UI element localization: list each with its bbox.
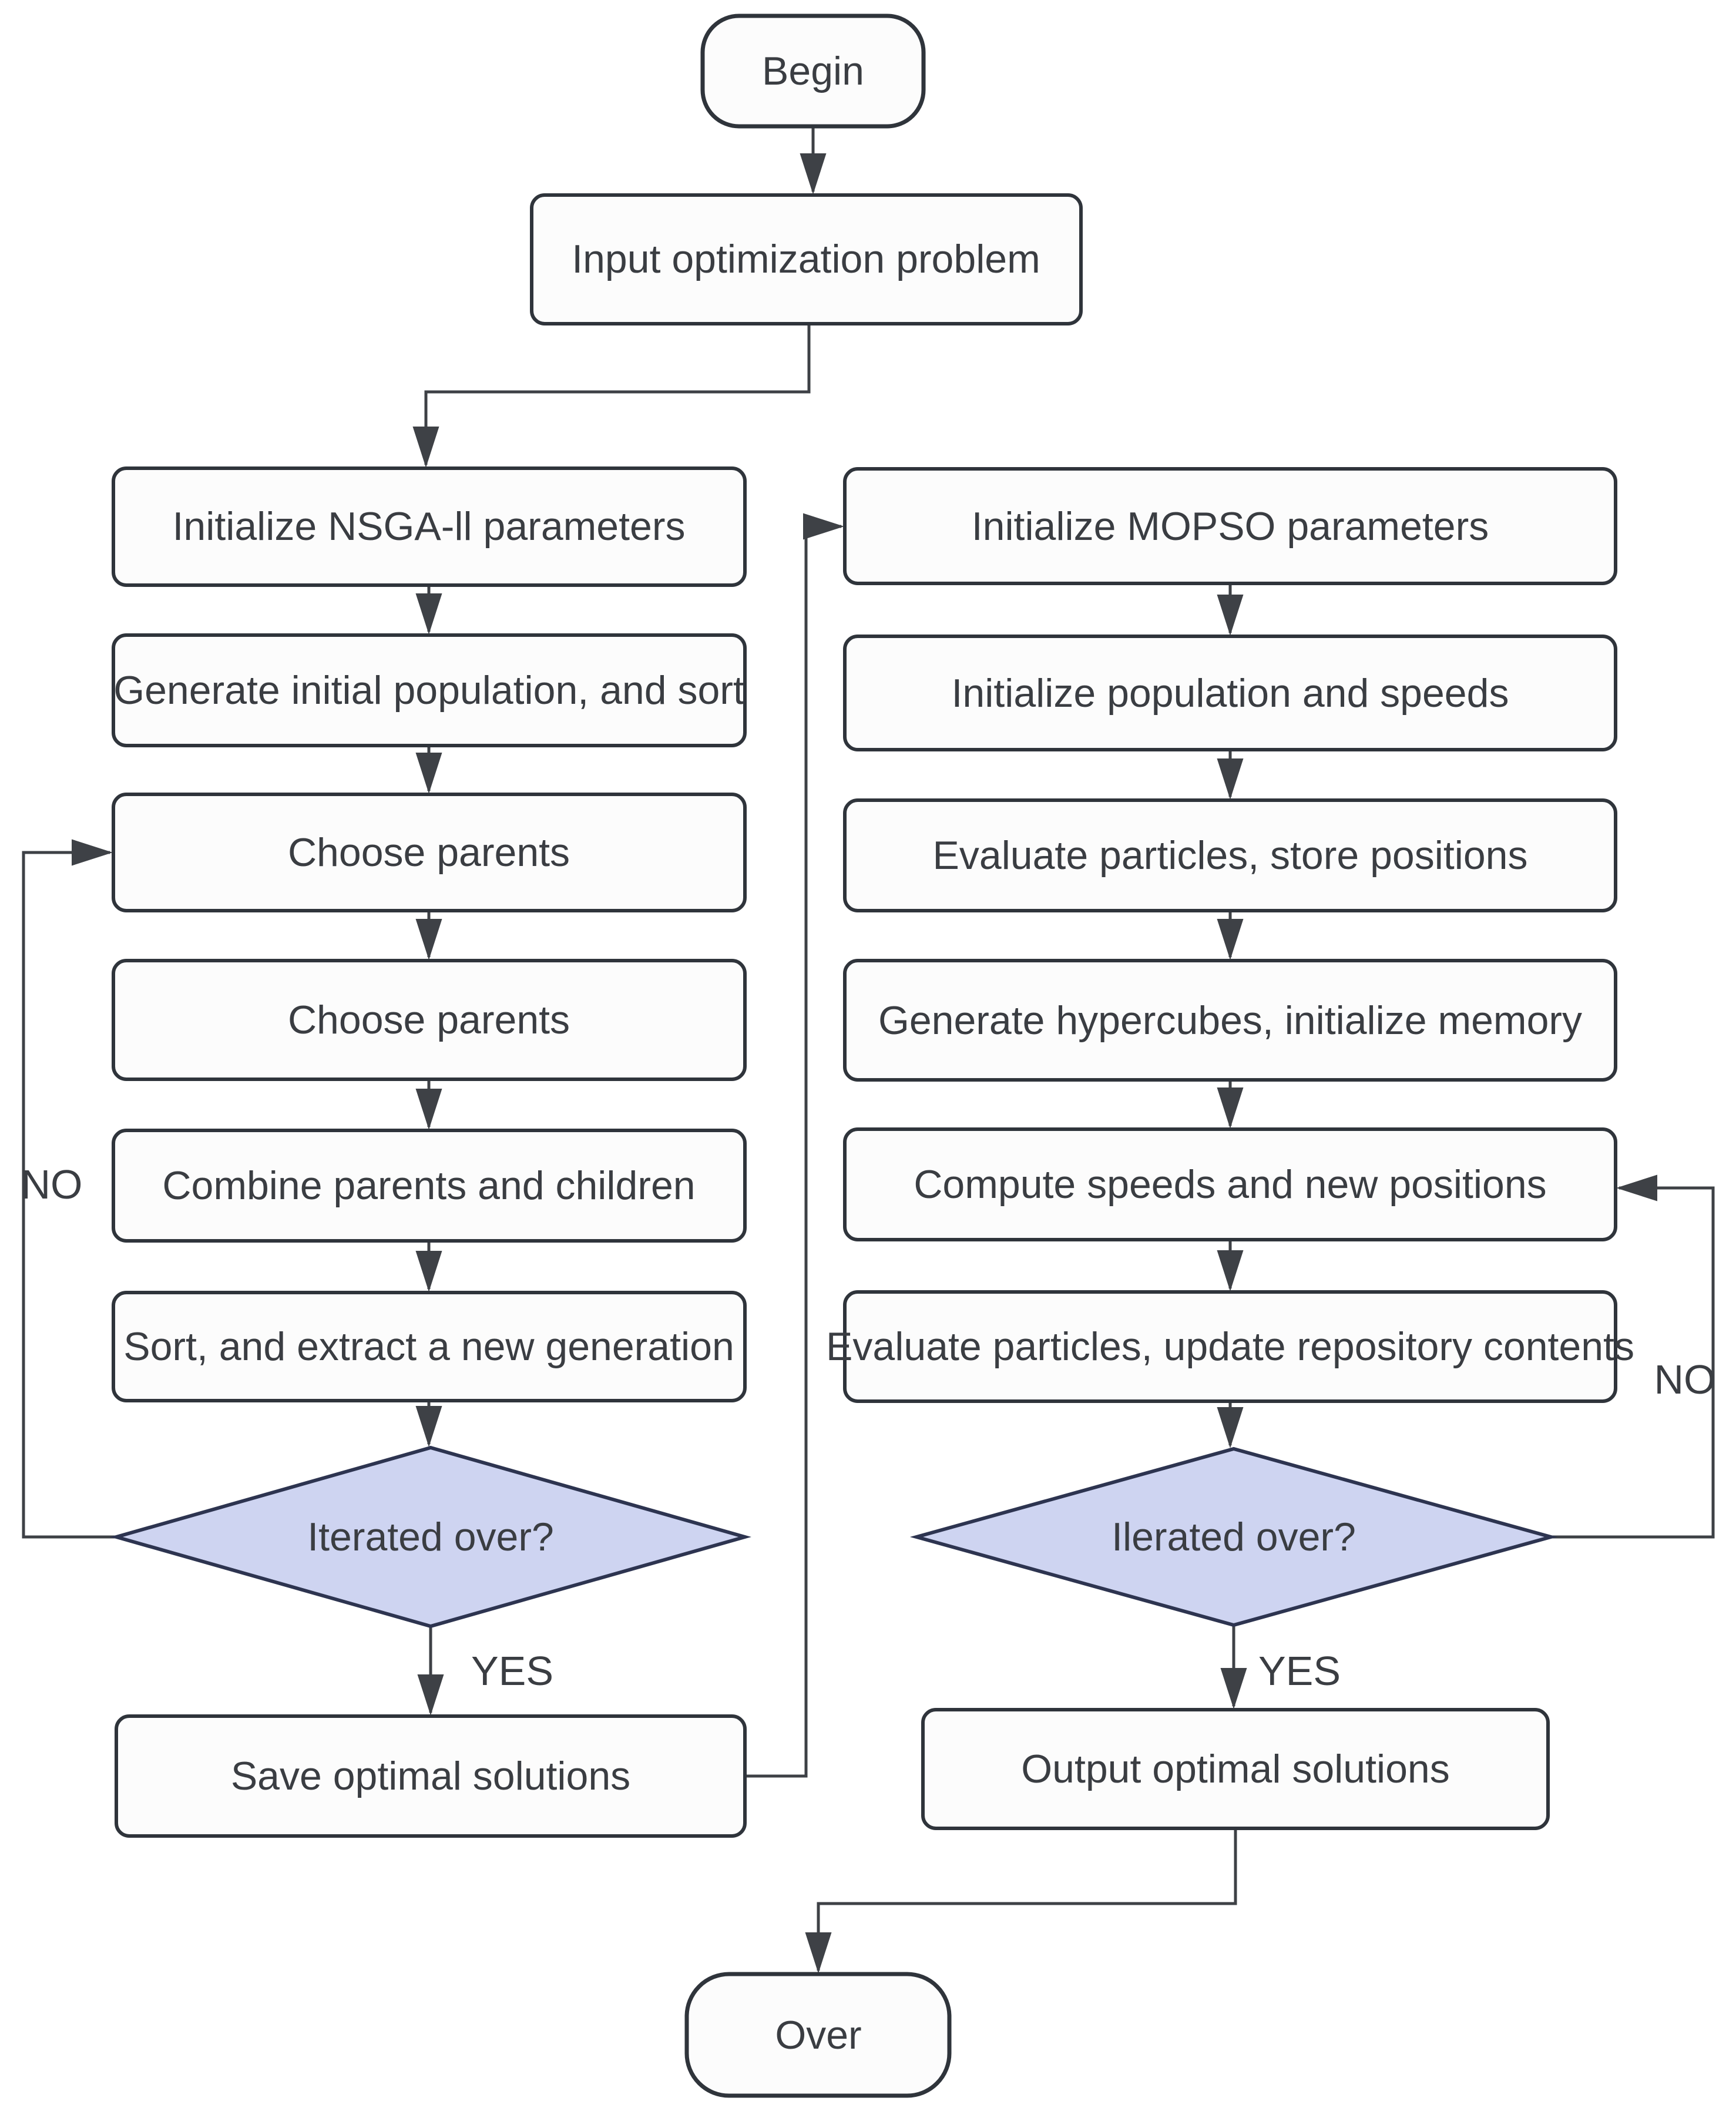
nsga-init-shape: [112, 466, 747, 587]
nsga-generate-label: Generate initial population, and sort: [113, 668, 744, 713]
nsga-decision-shape: [110, 1445, 751, 1629]
node-nsga-choose-parents-2: Choose parents: [112, 959, 747, 1081]
edge-mopso-decision-no-loop: [1551, 1174, 1715, 1539]
over-shape: [684, 1972, 952, 2098]
nsga-choose1-shape: [112, 793, 747, 912]
mopso-decision-label: Ilerated over?: [1112, 1515, 1356, 1559]
node-input-optimization-problem: Input optimization problem: [530, 193, 1083, 325]
edge-output-to-over: [805, 1828, 1237, 1973]
nsga-sort-label: Sort, and extract a new generation: [123, 1324, 734, 1369]
node-mopso-decision: Ilerated over?: [909, 1446, 1558, 1627]
node-nsga-init: Initialize NSGA-ll parameters: [112, 466, 747, 587]
node-mopso-update: Evaluate particles, update repository co…: [826, 1290, 1634, 1403]
node-nsga-decision: Iterated over?: [110, 1445, 751, 1629]
mopso-evaluate-label: Evaluate particles, store positions: [933, 833, 1528, 878]
mopso-hypercubes-shape: [843, 959, 1617, 1082]
node-mopso-compute: Compute speeds and new positions: [843, 1127, 1617, 1241]
connectors: [22, 126, 1715, 1973]
mopso-output-label: Output optimal solutions: [1021, 1747, 1450, 1791]
node-begin: Begin: [700, 14, 926, 129]
nsga-save-shape: [115, 1714, 747, 1838]
mopso-init-shape: [843, 467, 1617, 585]
node-mopso-population: Initialize population and speeds: [843, 635, 1617, 751]
nsga-generate-shape: [112, 633, 747, 747]
edge-nsga-decision-no-loop: [22, 839, 116, 1539]
nsga-choose1-label: Choose parents: [288, 830, 570, 875]
nsga-combine-shape: [112, 1129, 747, 1243]
node-nsga-choose-parents-1: Choose parents: [112, 793, 747, 912]
nsga-combine-label: Combine parents and children: [162, 1163, 695, 1208]
node-mopso-output: Output optimal solutions: [921, 1708, 1550, 1830]
input-shape: [530, 193, 1083, 325]
begin-label: Begin: [762, 49, 864, 93]
nsga-init-label: Initialize NSGA-ll parameters: [173, 504, 686, 549]
node-mopso-evaluate: Evaluate particles, store positions: [843, 798, 1617, 912]
nsga-no-label: NO: [21, 1162, 83, 1207]
nsga-choose2-label: Choose parents: [288, 998, 570, 1042]
edge-save-to-mopso-init: [745, 513, 844, 1778]
node-over: Over: [684, 1972, 952, 2098]
mopso-update-label: Evaluate particles, update repository co…: [826, 1324, 1634, 1369]
input-label: Input optimization problem: [572, 237, 1040, 281]
edge-input-to-nsga-init: [412, 324, 811, 468]
begin-shape: [700, 14, 926, 129]
node-nsga-sort: Sort, and extract a new generation: [112, 1291, 747, 1402]
node-nsga-save: Save optimal solutions: [115, 1714, 747, 1838]
mopso-population-shape: [843, 635, 1617, 751]
nsga-save-label: Save optimal solutions: [231, 1754, 630, 1798]
nsga-decision-label: Iterated over?: [307, 1515, 554, 1559]
node-mopso-init: Initialize MOPSO parameters: [843, 467, 1617, 585]
mopso-compute-shape: [843, 1127, 1617, 1241]
mopso-no-label: NO: [1654, 1357, 1716, 1402]
nsga-yes-label: YES: [471, 1648, 553, 1694]
mopso-compute-label: Compute speeds and new positions: [914, 1162, 1546, 1207]
mopso-update-shape: [843, 1290, 1617, 1403]
node-mopso-hypercubes: Generate hypercubes, initialize memory: [843, 959, 1617, 1082]
mopso-population-label: Initialize population and speeds: [952, 671, 1509, 716]
over-label: Over: [775, 2013, 861, 2057]
mopso-init-label: Initialize MOPSO parameters: [972, 504, 1489, 549]
edge-labels: YES NO YES NO: [21, 1162, 1716, 1694]
mopso-hypercubes-label: Generate hypercubes, initialize memory: [878, 998, 1582, 1043]
mopso-output-shape: [921, 1708, 1550, 1830]
mopso-decision-shape: [909, 1446, 1558, 1627]
nsga-sort-shape: [112, 1291, 747, 1402]
mopso-yes-label: YES: [1258, 1648, 1341, 1694]
node-nsga-combine: Combine parents and children: [112, 1129, 747, 1243]
nsga-choose2-shape: [112, 959, 747, 1081]
node-nsga-generate: Generate initial population, and sort: [112, 633, 747, 747]
mopso-evaluate-shape: [843, 798, 1617, 912]
